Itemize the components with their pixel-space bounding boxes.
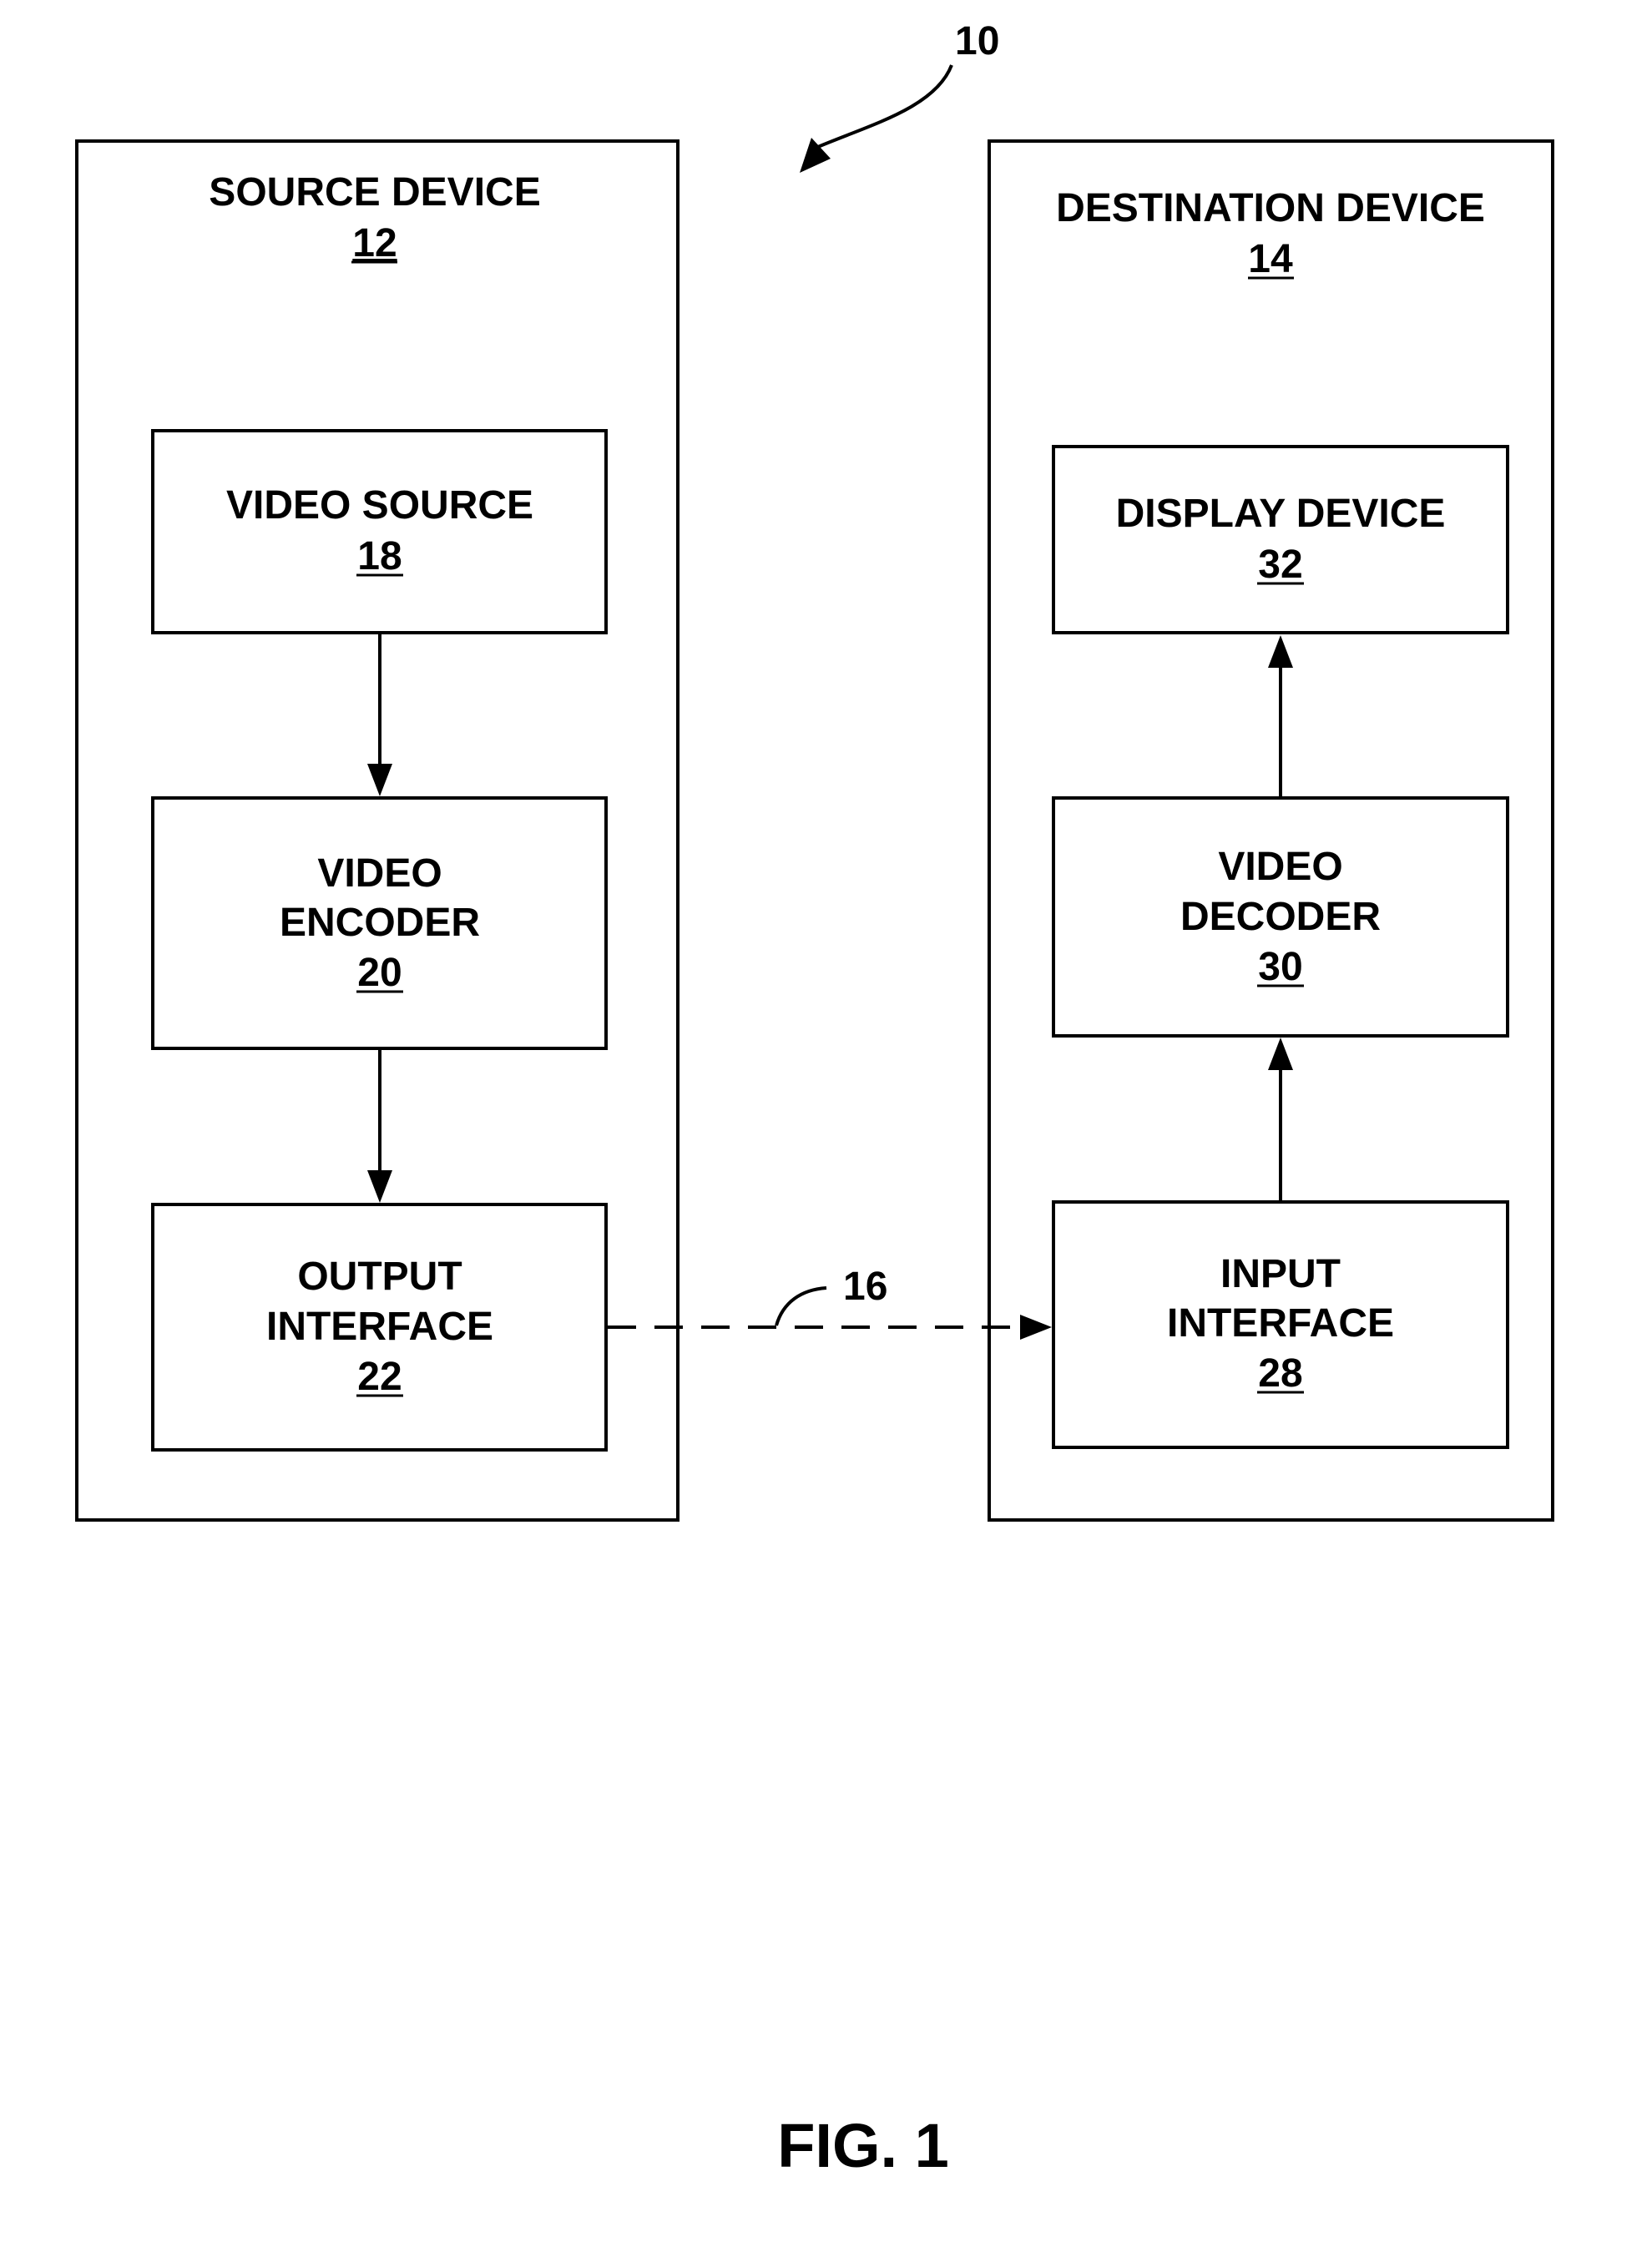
destination-device-title: DESTINATION DEVICE <box>1056 186 1485 230</box>
video-source-label: VIDEO SOURCE <box>226 483 533 528</box>
output-interface-label-line2: INTERFACE <box>266 1305 493 1349</box>
arrowhead-decoder-to-display <box>1268 635 1293 668</box>
video-source-ref: 18 <box>357 534 402 578</box>
video-encoder-label-line1: VIDEO <box>317 851 442 896</box>
video-decoder-label-line1: VIDEO <box>1218 845 1342 889</box>
figure-caption: FIG. 1 <box>777 2111 949 2180</box>
video-encoder-ref: 20 <box>357 951 402 995</box>
display-device-box <box>1053 447 1508 633</box>
video-encoder-label-line2: ENCODER <box>280 901 480 945</box>
input-interface-label-line2: INTERFACE <box>1167 1301 1394 1346</box>
link-16-ref-label: 16 <box>843 1265 887 1309</box>
source-device-title: SOURCE DEVICE <box>209 170 540 215</box>
arrowhead-source-to-encoder <box>367 764 392 796</box>
input-interface-ref: 28 <box>1258 1351 1302 1396</box>
output-interface-label-line1: OUTPUT <box>297 1255 462 1299</box>
destination-device-ref: 14 <box>1248 237 1293 281</box>
link-16-arrowhead <box>1020 1315 1052 1340</box>
arrowhead-input-to-decoder <box>1268 1038 1293 1070</box>
video-source-box <box>153 431 606 633</box>
system-ref-label: 10 <box>955 19 999 63</box>
system-ref-leader <box>814 65 952 149</box>
link-16-leader <box>776 1288 826 1326</box>
video-decoder-label-line2: DECODER <box>1180 895 1381 939</box>
source-device-ref: 12 <box>352 221 397 265</box>
display-device-ref: 32 <box>1258 543 1302 587</box>
input-interface-label-line1: INPUT <box>1220 1252 1341 1296</box>
display-device-label: DISPLAY DEVICE <box>1116 492 1446 536</box>
arrowhead-encoder-to-output <box>367 1170 392 1203</box>
video-decoder-ref: 30 <box>1258 945 1302 989</box>
output-interface-ref: 22 <box>357 1355 402 1399</box>
